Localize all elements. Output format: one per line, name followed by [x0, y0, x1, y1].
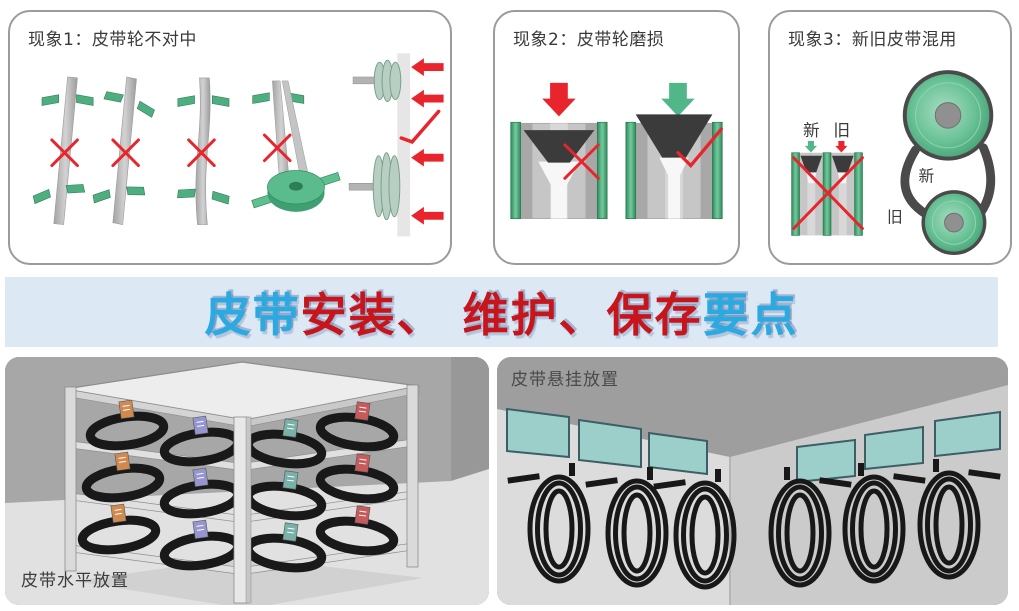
red-x-icon [50, 138, 79, 168]
corner-shelf [64, 361, 420, 604]
belt-diagram-offset [32, 76, 94, 225]
flat-storage-label: 皮带水平放置 [21, 571, 129, 591]
belt-diagram-correct [348, 53, 444, 237]
new-belt-drive-label: 新 [919, 166, 935, 185]
new-belt-label: 新 [803, 120, 820, 140]
red-check-icon [399, 109, 441, 144]
belt-cross-section [635, 114, 713, 158]
belt-cross-section [523, 130, 595, 163]
wall-signs [506, 407, 1001, 484]
banner-segment-red: 安装、 维护、保存 [300, 288, 703, 342]
worn-groove-diagram [510, 82, 608, 220]
old-belt-drive-label: 旧 [887, 208, 903, 227]
panel-3-title: 现象3：新旧皮带混用 [788, 30, 957, 50]
mixed-belt-cross-section: 新 旧 [791, 120, 864, 236]
red-x-icon [262, 133, 292, 163]
belt-diagram-angle [92, 76, 155, 225]
upper-pulley [373, 59, 402, 103]
hanging-storage-image: 皮带悬挂放置 [497, 357, 1008, 605]
panel-phenomenon-2: 现象2：皮带轮磨损 [493, 10, 740, 265]
panel-phenomenon-1: 现象1：皮带轮不对中 [8, 10, 452, 265]
flat-belt-coils [77, 399, 399, 573]
old-belt [900, 145, 930, 219]
misalignment-illustrations [32, 53, 444, 237]
red-x-icon [792, 156, 864, 230]
pulley-wear-illustrations [510, 82, 723, 220]
red-down-arrow-icon [835, 140, 848, 153]
hanging-belt-coils [507, 459, 1001, 590]
hanging-storage-scene [497, 357, 1008, 605]
red-x-icon [563, 143, 600, 180]
panel-2-title: 现象2：皮带轮磨损 [513, 30, 665, 50]
red-x-icon [111, 138, 140, 168]
banner-title: 皮带安装、 维护、保存要点 [5, 277, 998, 347]
hanging-storage-label: 皮带悬挂放置 [511, 370, 619, 390]
green-down-arrow-icon [804, 140, 817, 153]
red-left-arrow-icon [411, 58, 444, 225]
belt-diagram-bent [177, 77, 230, 225]
lower-pulley [372, 152, 401, 221]
old-belt-label: 旧 [833, 120, 850, 140]
belt-diagram-twist [251, 80, 341, 212]
panel-phenomenon-3: 现象3：新旧皮带混用 新 旧 [768, 10, 1012, 265]
green-down-arrow-icon [661, 82, 695, 117]
straightedge [397, 53, 411, 237]
red-x-icon [187, 138, 216, 168]
banner-segment-blue-2: 要点 [702, 288, 799, 342]
belt-drive-diagram: 新 旧 [887, 70, 996, 256]
red-check-icon [676, 127, 723, 169]
panel-1-title: 现象1：皮带轮不对中 [28, 30, 197, 50]
flat-storage-scene [5, 357, 489, 605]
good-groove-diagram [625, 82, 723, 220]
mixed-belt-illustrations: 新 旧 [791, 70, 996, 256]
flat-storage-image: 皮带水平放置 [5, 357, 489, 605]
red-down-arrow-icon [542, 82, 576, 117]
banner-segment-blue-1: 皮带 [204, 288, 301, 342]
